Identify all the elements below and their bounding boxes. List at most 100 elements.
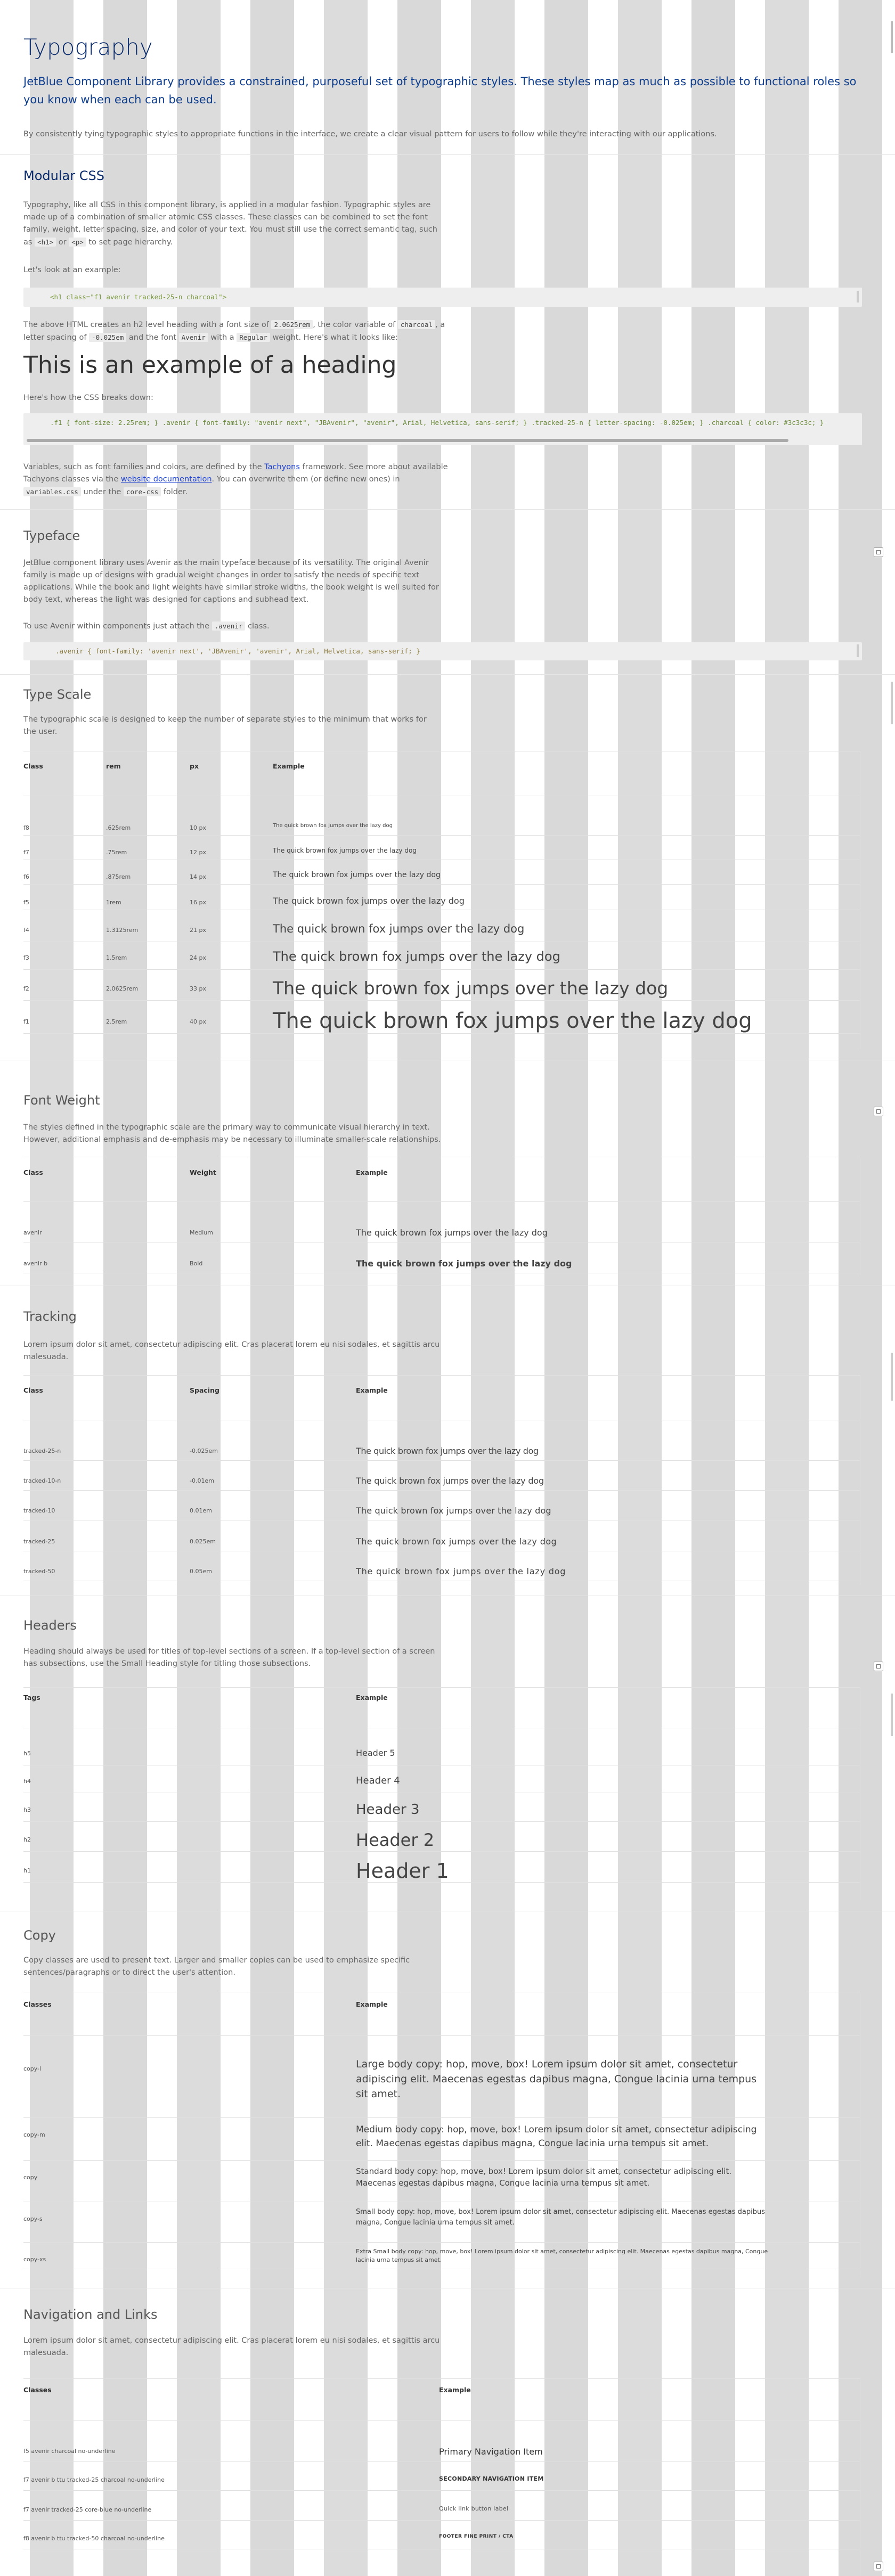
table-cell-px: 12 px xyxy=(190,849,206,856)
table-cell-example: The quick brown fox jumps over the lazy … xyxy=(273,871,441,879)
page-scrollbar[interactable] xyxy=(891,1353,893,1401)
table-cell-example[interactable]: SECONDARY NAVIGATION ITEM xyxy=(439,2475,544,2482)
divider xyxy=(0,509,895,510)
table-cell-weight: Medium xyxy=(190,1229,213,1236)
table-cell-px: 33 px xyxy=(190,985,206,992)
table-cell-rem: .75rem xyxy=(106,849,127,856)
code-line: .f1 { font-size: 2.25rem; } .avenir { fo… xyxy=(50,419,824,427)
modular-paragraph-2: Let's look at an example: xyxy=(23,266,121,274)
inline-code: <h1> xyxy=(35,238,56,247)
code-block-html[interactable]: <h1 class="f1 avenir tracked-25-n charco… xyxy=(23,288,862,307)
copy-link-icon[interactable] xyxy=(874,1107,883,1116)
table-row-border xyxy=(23,884,860,885)
modular-paragraph-3: The above HTML creates an h2 level headi… xyxy=(23,318,450,344)
text: , the color variable of xyxy=(313,321,398,329)
table-border xyxy=(23,1375,860,1376)
inline-code: Regular xyxy=(237,333,270,342)
column-header-example: Example xyxy=(273,762,305,770)
table-cell-rem: .875rem xyxy=(106,873,131,880)
table-cell-example[interactable]: Primary Navigation Item xyxy=(439,2447,543,2457)
table-cell-class: copy-m xyxy=(23,2131,45,2138)
section-title-copy: Copy xyxy=(23,1928,56,1943)
table-cell-example: Header 4 xyxy=(356,1775,400,1786)
modular-paragraph-4: Here's how the CSS breaks down: xyxy=(23,394,153,402)
table-cell-example: Header 2 xyxy=(356,1830,435,1850)
type-scale-paragraph: The typographic scale is designed to kee… xyxy=(23,715,427,736)
section-title-type-scale: Type Scale xyxy=(23,687,92,702)
code-line: <h1 class="f1 avenir tracked-25-n charco… xyxy=(50,293,227,301)
table-cell-example: The quick brown fox jumps over the lazy … xyxy=(273,823,393,829)
table-cell-example: Header 1 xyxy=(356,1859,449,1883)
copy-link-icon[interactable] xyxy=(874,1662,883,1671)
table-cell-class: f4 xyxy=(23,927,29,934)
table-cell-tag: h4 xyxy=(23,1778,31,1785)
table-cell-class: f5 xyxy=(23,899,29,906)
table-border xyxy=(23,2035,860,2036)
section-title-headers: Headers xyxy=(23,1618,77,1633)
copy-link-icon[interactable] xyxy=(874,547,883,557)
page-title: Typography xyxy=(23,34,153,60)
table-cell-class: avenir b xyxy=(23,1260,48,1267)
column-header-classes: Classes xyxy=(23,2000,52,2008)
table-cell-example[interactable]: Quick link button label xyxy=(439,2505,509,2512)
scrollbar[interactable] xyxy=(857,291,859,302)
table-cell-class: f5 avenir charcoal no-underline xyxy=(23,2448,116,2455)
column-header-example: Example xyxy=(439,2386,471,2394)
code-line: .avenir { font-family: 'avenir next', 'J… xyxy=(55,647,420,655)
table-cell-spacing: 0.05em xyxy=(190,1568,212,1575)
horizontal-scrollbar[interactable] xyxy=(27,439,788,442)
table-cell-example: The quick brown fox jumps over the lazy … xyxy=(356,1228,548,1238)
column-header-example: Example xyxy=(356,1694,388,1702)
table-cell-example: Large body copy: hop, move, box! Lorem i… xyxy=(356,2058,757,2100)
table-row-border xyxy=(23,2520,860,2521)
divider xyxy=(0,154,895,155)
tachyons-link[interactable]: Tachyons xyxy=(264,463,300,471)
table-row-border xyxy=(23,2117,860,2118)
table-cell-example: The quick brown fox jumps over the lazy … xyxy=(273,896,465,906)
tracking-paragraph: Lorem ipsum dolor sit amet, consectetur … xyxy=(23,1340,440,1361)
section-title-tracking: Tracking xyxy=(23,1309,77,1324)
table-row-border xyxy=(23,1000,860,1001)
section-title-font-weight: Font Weight xyxy=(23,1093,100,1108)
modular-p1-or: or xyxy=(56,238,69,247)
copy-link-icon[interactable] xyxy=(874,2562,883,2571)
table-cell-rem: .625rem xyxy=(106,824,131,831)
table-cell-example: The quick brown fox jumps over the lazy … xyxy=(356,1446,539,1456)
table-cell-px: 14 px xyxy=(190,873,206,880)
page-scrollbar[interactable] xyxy=(891,682,893,724)
table-cell-rem: 1rem xyxy=(106,899,121,906)
table-border xyxy=(23,1687,860,1688)
example-heading: This is an example of a heading xyxy=(23,351,397,379)
website-documentation-link[interactable]: website documentation xyxy=(120,475,212,484)
page-scrollbar[interactable] xyxy=(891,21,893,53)
table-row-border xyxy=(23,1882,860,1883)
table-cell-example[interactable]: FOOTER FINE PRINT / CTA xyxy=(439,2534,514,2539)
inline-code: 2.0625rem xyxy=(271,320,313,329)
text: folder. xyxy=(161,488,188,496)
text: Variables, such as font families and col… xyxy=(23,463,265,471)
table-row-border xyxy=(23,1033,860,1034)
table-cell-class: f7 avenir tracked-25 core-blue no-underl… xyxy=(23,2506,152,2513)
table-cell-tag: h5 xyxy=(23,1750,31,1757)
text: under the xyxy=(80,488,124,496)
inline-code: .avenir xyxy=(211,621,246,631)
table-row-border xyxy=(23,1490,860,1491)
inline-code: -0.025em xyxy=(89,333,127,342)
table-cell-example: The quick brown fox jumps over the lazy … xyxy=(356,1506,551,1516)
inline-code: variables.css xyxy=(23,487,81,496)
inline-code: Avenir xyxy=(178,333,208,342)
font-weight-paragraph: The styles defined in the typographic sc… xyxy=(23,1123,441,1144)
text: The above HTML creates an h2 level headi… xyxy=(23,321,272,329)
table-cell-example: The quick brown fox jumps over the lazy … xyxy=(273,949,560,964)
code-block-avenir[interactable]: .avenir { font-family: 'avenir next', 'J… xyxy=(23,642,862,660)
table-cell-class: f1 xyxy=(23,1018,29,1025)
table-cell-class: f2 xyxy=(23,985,29,992)
scrollbar[interactable] xyxy=(857,644,859,657)
section-title-navigation: Navigation and Links xyxy=(23,2307,158,2322)
column-header-example: Example xyxy=(356,2000,388,2008)
code-block-css[interactable]: .f1 { font-size: 2.25rem; } .avenir { fo… xyxy=(23,413,862,445)
table-cell-class: copy-s xyxy=(23,2215,43,2222)
page-scrollbar[interactable] xyxy=(891,1694,893,1736)
divider xyxy=(0,674,895,675)
section-title-modular-css: Modular CSS xyxy=(23,168,104,183)
